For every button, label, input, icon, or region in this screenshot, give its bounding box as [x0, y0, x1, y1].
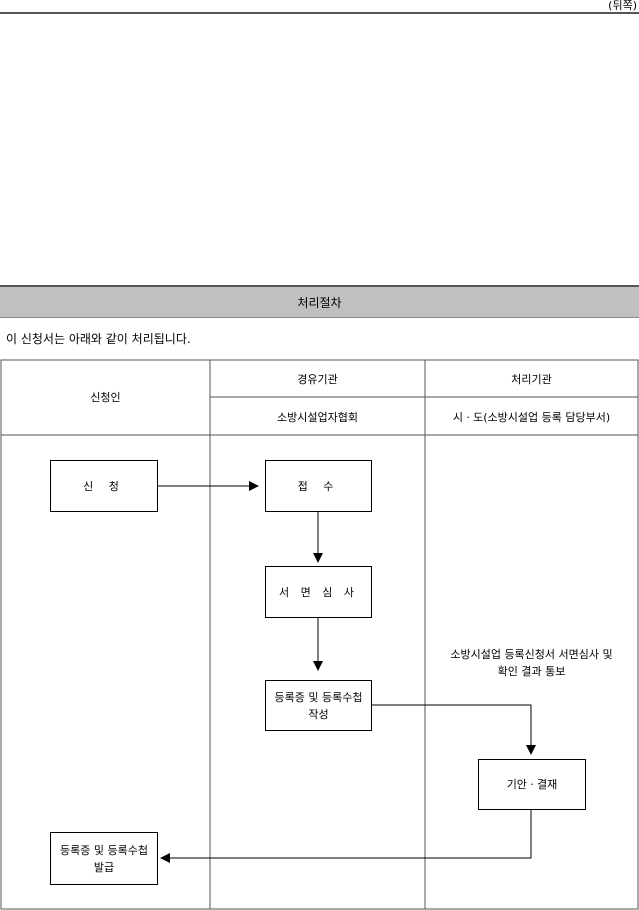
step-issue-line2: 발급 — [93, 860, 115, 874]
processor-note-line2: 확인 결과 통보 — [497, 665, 566, 678]
arrow-approve-to-issue — [160, 809, 532, 863]
step-apply-box: 신 청 — [50, 460, 158, 512]
step-receive-box: 접 수 — [265, 460, 372, 512]
processor-name: 시ㆍ도(소방시설업 등록 담당부서) — [452, 411, 611, 424]
step-write-box: 등록증 및 등록수첩 작성 — [265, 680, 372, 731]
step-approve-box: 기안ㆍ결재 — [478, 759, 586, 810]
top-divider — [0, 12, 639, 14]
arrow-write-to-approve — [371, 704, 536, 755]
step-issue-line1: 등록증 및 등록수첩 — [60, 843, 148, 857]
step-write-line1: 등록증 및 등록수첩 — [274, 690, 363, 704]
processor-note-line1: 소방시설업 등록신청서 서면심사 및 — [450, 648, 613, 661]
intro-text: 이 신청서는 아래와 같이 처리됩니다. — [6, 332, 191, 346]
step-apply-label: 신 청 — [83, 479, 125, 493]
step-review-box: 서 면 심 사 — [265, 566, 372, 618]
section-title: 처리절차 — [297, 295, 342, 310]
header-processor: 처리기관 — [511, 373, 552, 386]
table-border — [0, 359, 639, 910]
step-write-text: 등록증 및 등록수첩 작성 — [275, 689, 363, 723]
intermediary-name: 소방시설업자협회 — [277, 411, 358, 424]
step-receive-label: 접 수 — [297, 479, 340, 493]
processor-note: 소방시설업 등록신청서 서면심사 및 확인 결과 통보 — [425, 646, 638, 680]
header-intermediary: 경유기관 — [297, 373, 338, 386]
step-issue-text: 등록증 및 등록수첩 발급 — [60, 842, 148, 876]
page-side-label: (뒤쪽) — [608, 0, 637, 12]
step-issue-box: 등록증 및 등록수첩 발급 — [50, 832, 158, 885]
step-write-line2: 작성 — [308, 707, 329, 721]
header-applicant: 신청인 — [90, 391, 121, 404]
step-approve-label: 기안ㆍ결재 — [506, 778, 558, 791]
step-review-label: 서 면 심 사 — [279, 585, 358, 599]
section-header: 처리절차 — [0, 285, 639, 318]
